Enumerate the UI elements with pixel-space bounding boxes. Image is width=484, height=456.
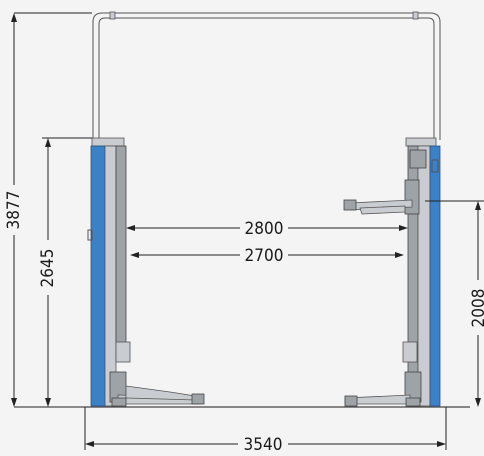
dim-overall-height: 3877 [4,12,92,408]
dim-arm-height: 2008 [425,200,484,407]
overhead-frame [92,11,441,140]
dim-column-height: 2645 [38,137,92,407]
left-column [87,137,205,407]
dim-overall-width-label: 3540 [244,435,283,455]
dim-overall-width: 3540 [84,407,447,455]
dim-inner-width-upper-label: 2800 [245,219,284,239]
dim-column-height-label: 2645 [38,249,58,288]
dim-overall-height-label: 3877 [4,191,24,230]
dim-inner-width-lower: 2700 [130,246,404,266]
right-column [343,137,441,407]
dim-arm-height-label: 2008 [469,289,484,328]
dim-inner-width-upper: 2800 [126,219,408,239]
dim-inner-width-lower-label: 2700 [245,246,284,266]
